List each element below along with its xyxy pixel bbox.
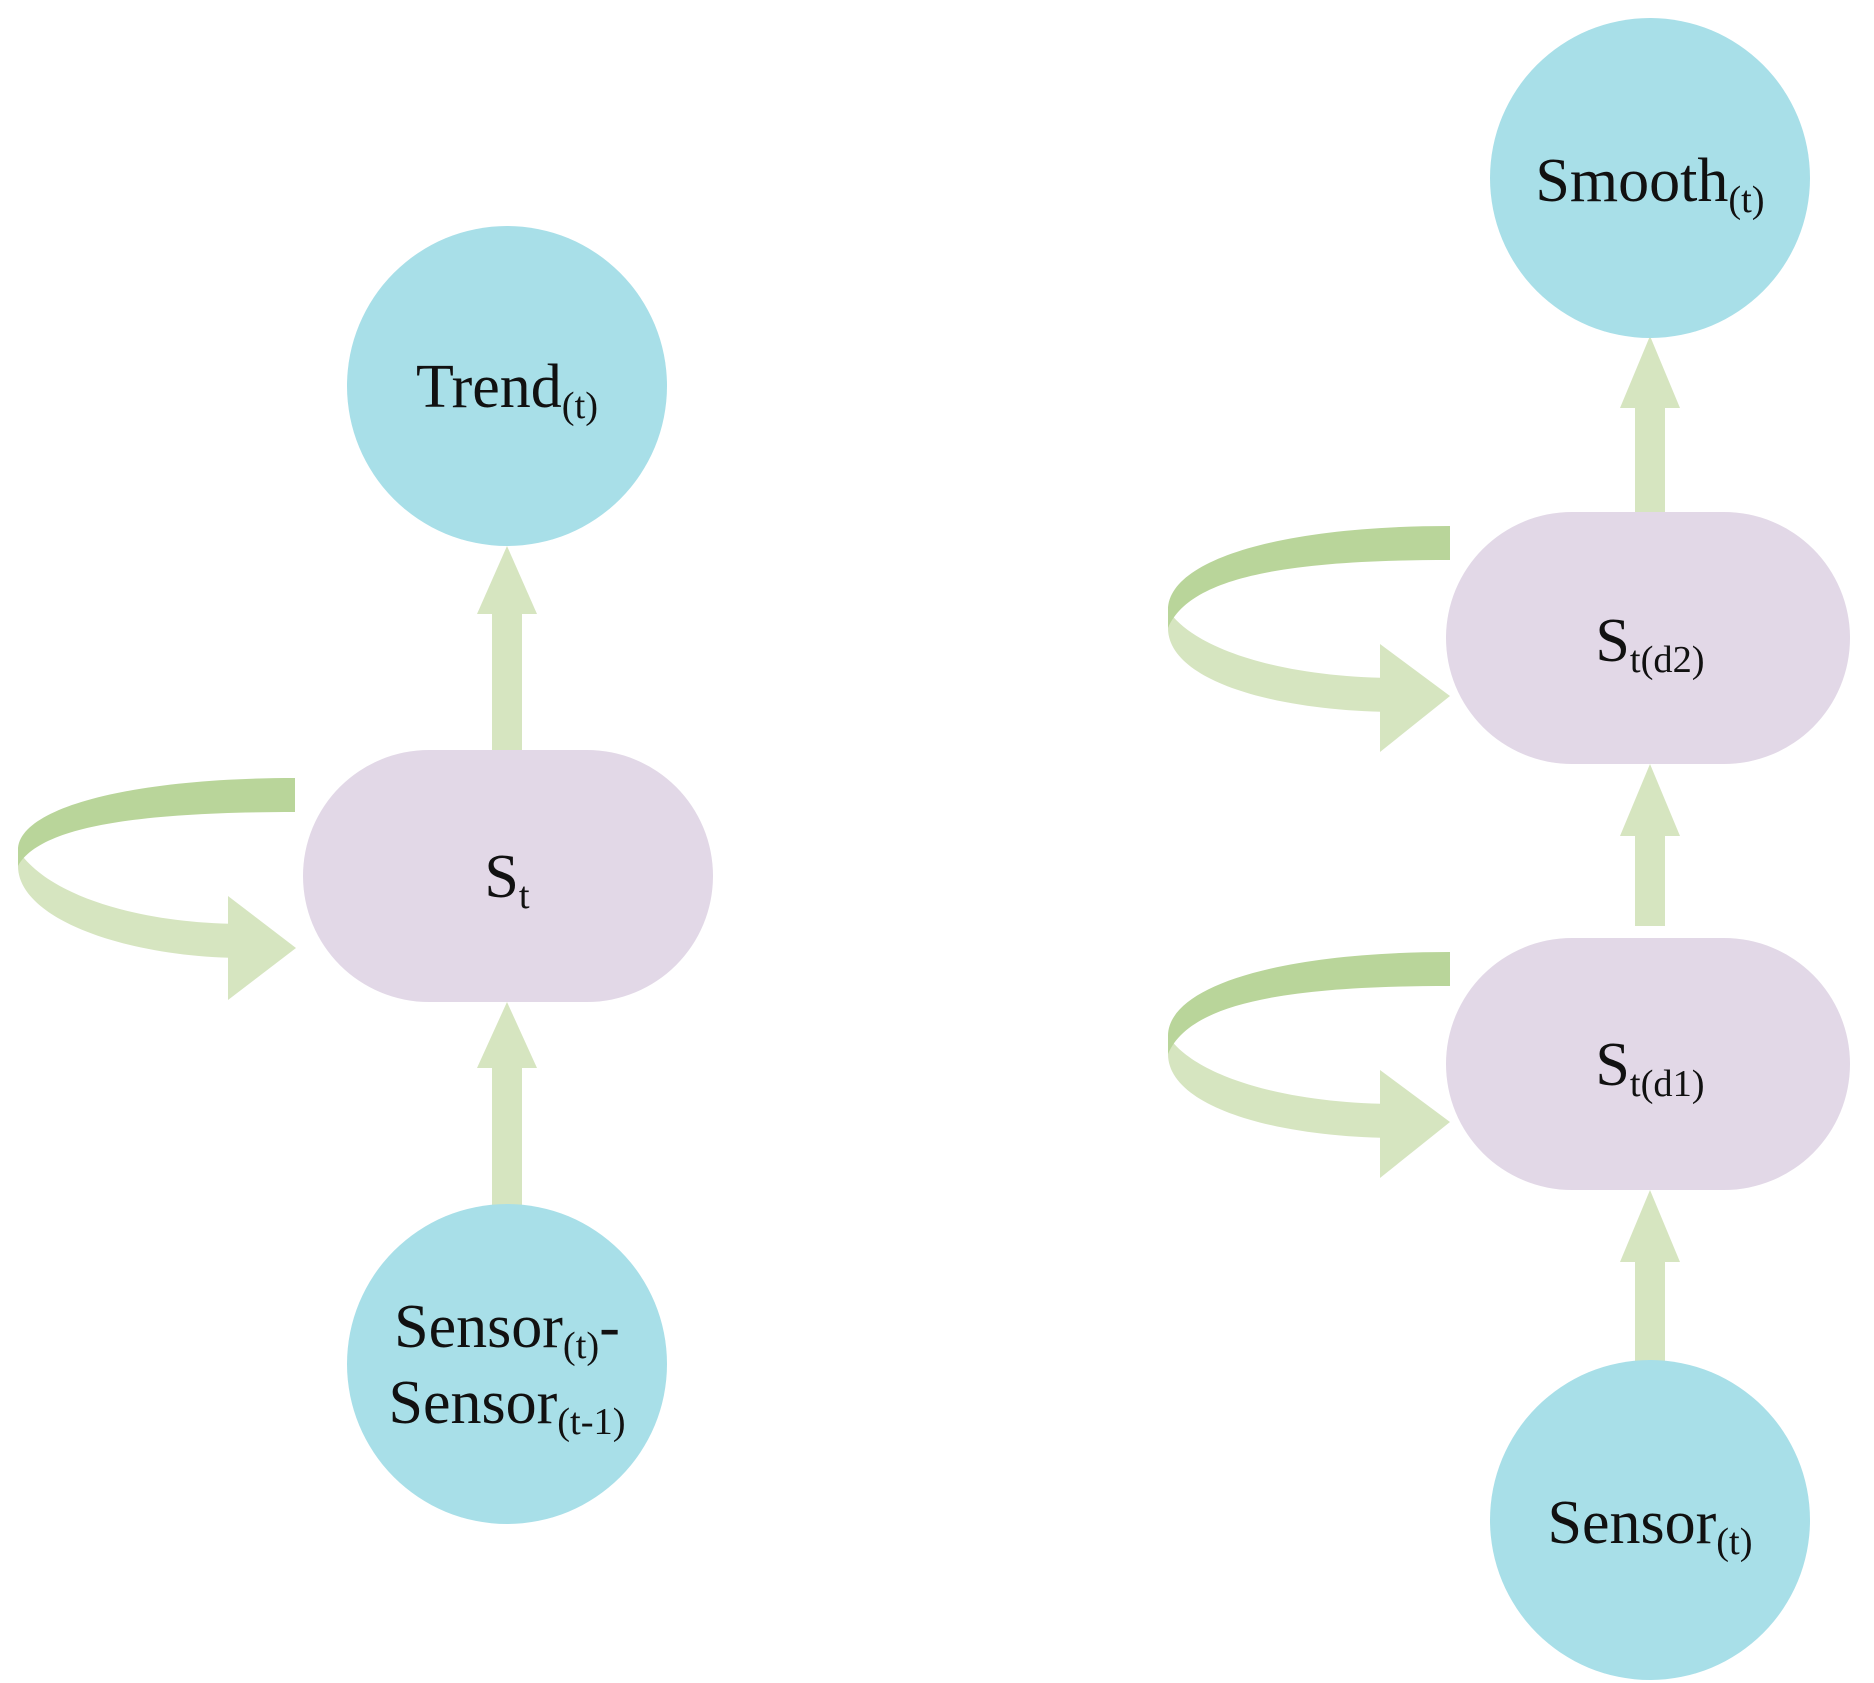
sensor-diff-node bbox=[347, 1204, 667, 1524]
arrow-input-to-st bbox=[477, 1002, 537, 1210]
std2-node bbox=[1446, 512, 1850, 764]
arrow-st-to-trend bbox=[477, 546, 537, 752]
self-loop-arrow-std2 bbox=[1168, 526, 1450, 752]
self-loop-arrow-st bbox=[18, 778, 296, 1000]
arrow-std2-to-smooth bbox=[1620, 336, 1680, 516]
arrow-sensor-to-std1 bbox=[1620, 1190, 1680, 1366]
arrow-std1-to-std2 bbox=[1620, 764, 1680, 926]
self-loop-arrow-std1 bbox=[1168, 952, 1450, 1178]
st-node bbox=[303, 750, 713, 1002]
smooth-node bbox=[1490, 18, 1810, 338]
trend-node bbox=[347, 226, 667, 546]
sensor-node bbox=[1490, 1360, 1810, 1680]
std1-node bbox=[1446, 938, 1850, 1190]
